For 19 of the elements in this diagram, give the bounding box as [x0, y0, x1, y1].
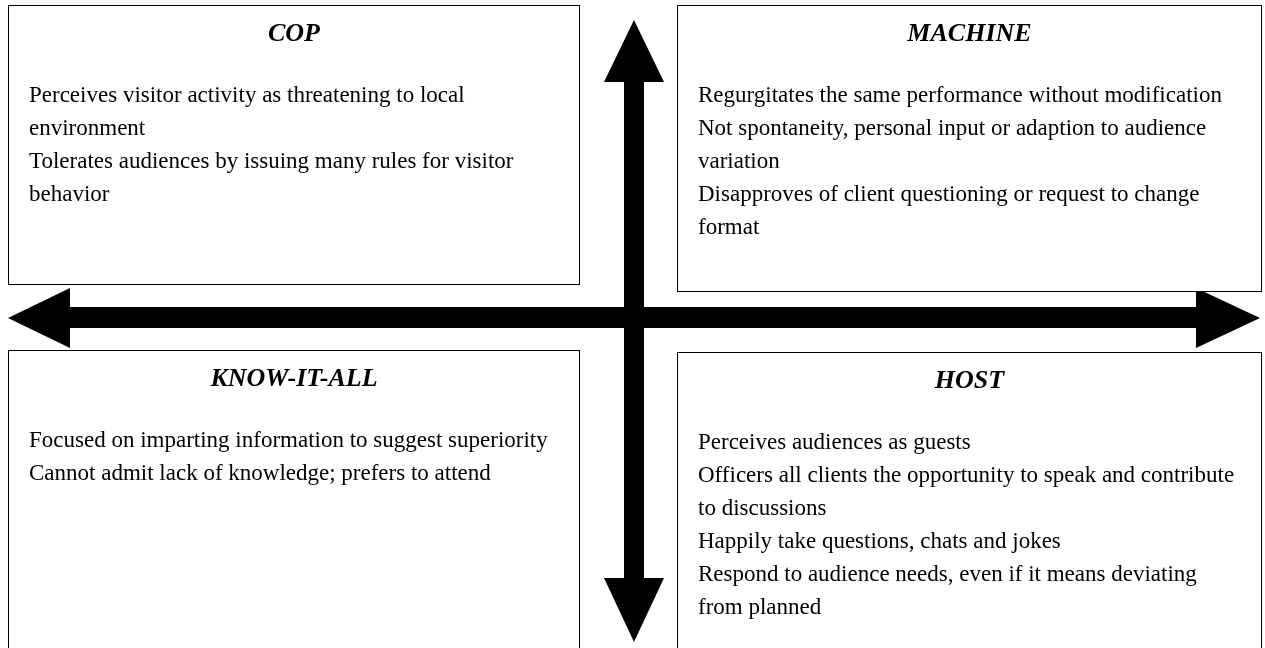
- description-text: Tolerates audiences by issuing many rules for visitor behavior: [29, 147, 515, 208]
- quadrant-title: KNOW-IT-ALL: [210, 363, 378, 393]
- quadrant-title: COP: [268, 18, 320, 48]
- quadrant-title: HOST: [934, 365, 1005, 395]
- description-text: Respond to audience needs, even if it means deviating from planned: [698, 560, 1198, 621]
- quadrant-box: [8, 350, 580, 648]
- description-text: Focused on imparting information to suggest superiority: [29, 426, 549, 454]
- description-text: Not spontaneity, personal input or adaption to audience variation: [698, 114, 1208, 175]
- quadrant-box: [677, 352, 1262, 648]
- description-text: Happily take questions, chats and jokes: [698, 527, 1062, 555]
- quadrant-box: [677, 5, 1262, 292]
- description-text: Perceives audiences as guests: [698, 428, 972, 456]
- description-text: Disapproves of client questioning or request to change format: [698, 180, 1201, 241]
- quadrant-title: MACHINE: [907, 18, 1032, 48]
- description-text: Perceives visitor activity as threatening to local environment: [29, 81, 466, 142]
- description-text: Regurgitates the same performance without modification: [698, 81, 1223, 109]
- description-text: Officers all clients the opportunity to speak and contribute to discussions: [698, 461, 1236, 522]
- description-text: Cannot admit lack of knowledge; prefers to attend: [29, 459, 492, 487]
- quadrant-box: [8, 5, 580, 285]
